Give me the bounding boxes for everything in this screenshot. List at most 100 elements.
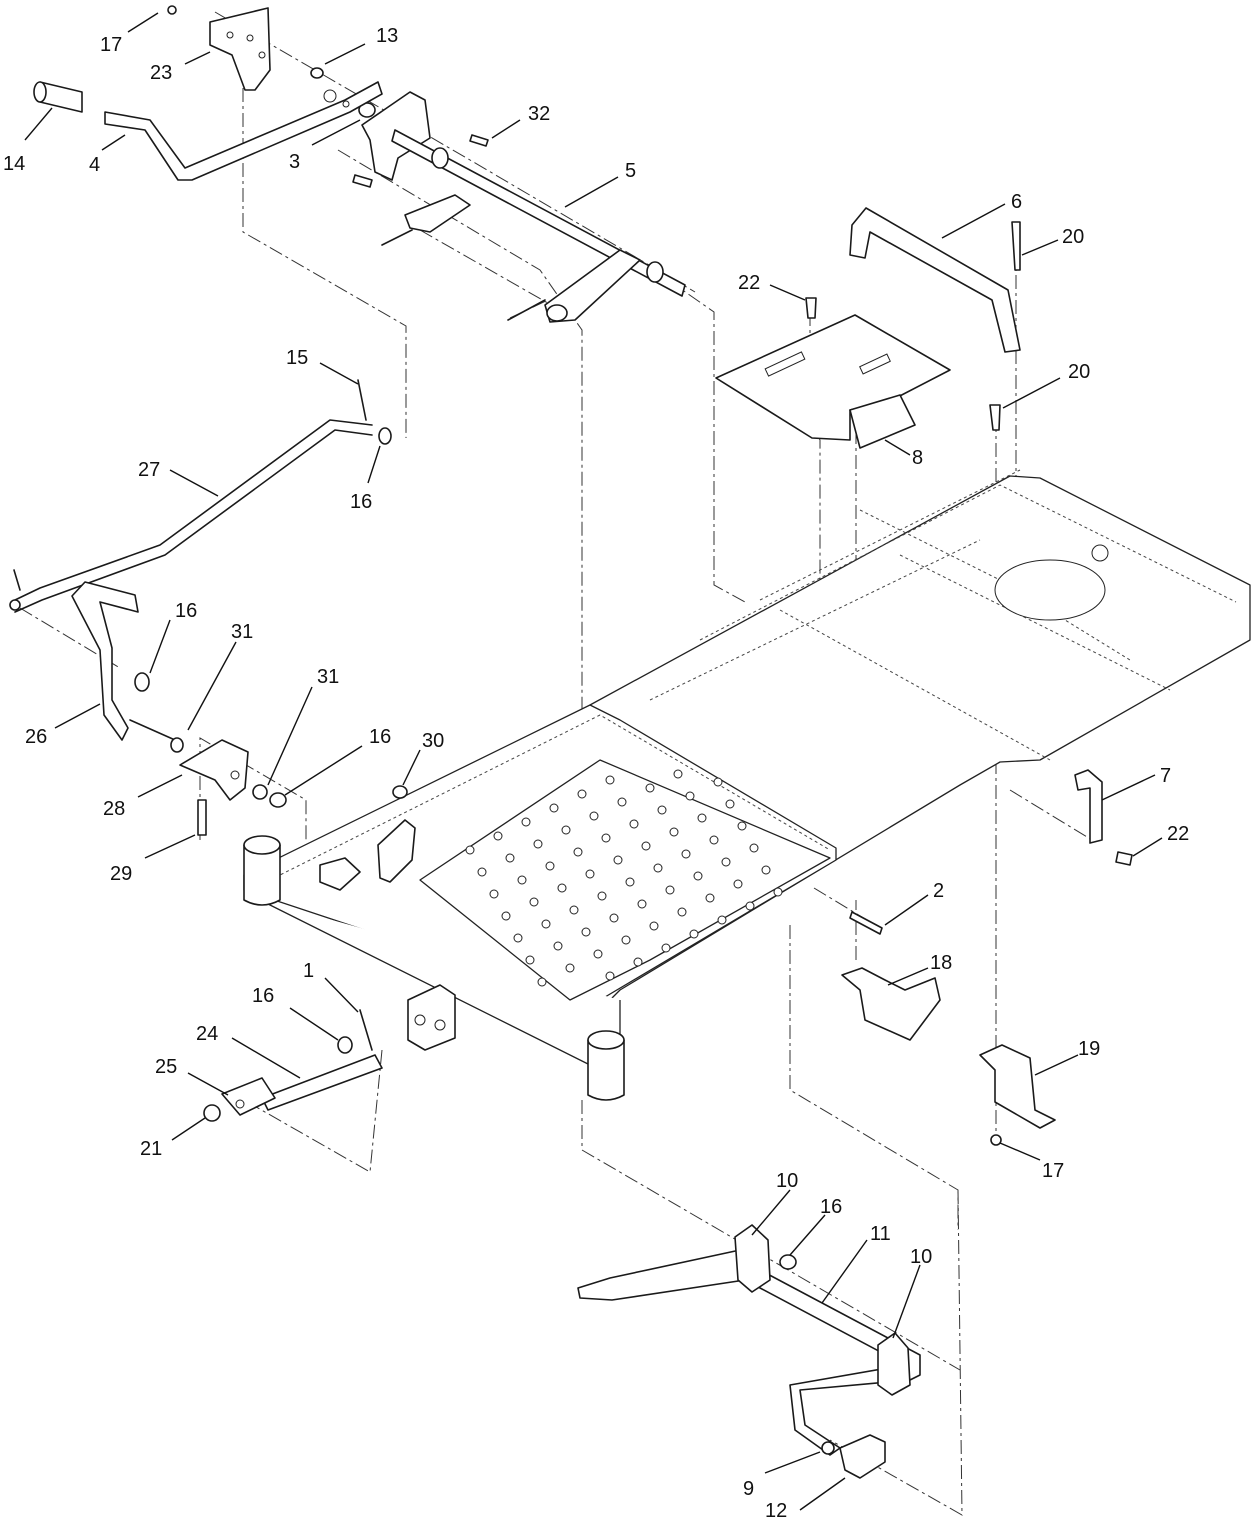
- platform-hole: [709, 835, 719, 845]
- cotter-pin: [381, 229, 413, 246]
- platform-hole: [489, 889, 499, 899]
- callout-22: 22: [738, 272, 760, 294]
- platform-hole: [633, 957, 643, 967]
- platform-hole: [725, 799, 735, 809]
- platform-hole: [713, 777, 723, 787]
- callout-16: 16: [369, 726, 391, 748]
- callout-16: 16: [252, 985, 274, 1007]
- nut-9: [821, 1441, 835, 1455]
- callout-14: 14: [3, 153, 25, 175]
- linkage-rod-27: [14, 419, 373, 601]
- spacer-31: [170, 737, 184, 753]
- platform-hole: [529, 897, 539, 907]
- callout-2: 2: [933, 880, 944, 902]
- bolt-22-upper: [805, 297, 817, 319]
- callout-17: 17: [1042, 1160, 1064, 1182]
- platform-hole: [625, 877, 635, 887]
- bolt-20-upper: [1011, 221, 1021, 271]
- platform-hole: [649, 921, 659, 931]
- cotter-pin-1: [359, 1009, 373, 1051]
- callout-30: 30: [422, 730, 444, 752]
- platform-hole: [501, 911, 511, 921]
- platform-hole: [637, 899, 647, 909]
- callout-16: 16: [175, 600, 197, 622]
- platform-hole: [565, 963, 575, 973]
- platform-hole: [581, 927, 591, 937]
- platform-hole: [653, 863, 663, 873]
- platform-hole: [573, 847, 583, 857]
- platform-hole: [493, 831, 503, 841]
- platform-hole: [609, 913, 619, 923]
- platform-hole: [693, 871, 703, 881]
- handle-grip-14: [33, 81, 83, 113]
- washer-16: [779, 1254, 797, 1270]
- callout-31: 31: [231, 621, 253, 643]
- clevis-25: [221, 1077, 276, 1116]
- callout-10: 10: [910, 1246, 932, 1268]
- callout-7: 7: [1160, 765, 1171, 787]
- platform-hole: [589, 811, 599, 821]
- platform-holes: [465, 769, 783, 987]
- mounting-plate-8: [715, 314, 951, 449]
- block-12: [839, 1434, 886, 1479]
- callout-12: 12: [765, 1500, 787, 1522]
- callout-10: 10: [776, 1170, 798, 1192]
- mower-frame: [243, 469, 1251, 1101]
- platform-hole: [641, 841, 651, 851]
- bushing-13: [310, 67, 324, 79]
- callout-3: 3: [289, 151, 300, 173]
- callout-20: 20: [1068, 361, 1090, 383]
- callout-31: 31: [317, 666, 339, 688]
- platform-hole: [465, 845, 475, 855]
- callout-23: 23: [150, 62, 172, 84]
- callout-22: 22: [1167, 823, 1189, 845]
- bracket-19: [979, 1044, 1056, 1129]
- platform-hole: [533, 839, 543, 849]
- callout-9: 9: [743, 1478, 754, 1500]
- platform-hole: [745, 901, 755, 911]
- callout-13: 13: [376, 25, 398, 47]
- callout-24: 24: [196, 1023, 218, 1045]
- platform-hole: [597, 891, 607, 901]
- pivot-bracket-28: [179, 739, 249, 801]
- callout-16: 16: [820, 1196, 842, 1218]
- pin-15: [357, 379, 367, 421]
- platform-hole: [561, 825, 571, 835]
- platform-hole: [661, 943, 671, 953]
- platform-hole: [545, 861, 555, 871]
- bolt-32-upper: [469, 134, 489, 147]
- platform-hole: [689, 929, 699, 939]
- bolt-32-lower: [352, 174, 373, 188]
- hook-7: [1074, 769, 1103, 844]
- platform-hole: [605, 775, 615, 785]
- bolt-20-lower: [989, 404, 1001, 431]
- platform-hole: [717, 915, 727, 925]
- platform-hole: [681, 849, 691, 859]
- cotter-pin: [507, 299, 546, 321]
- platform-hole: [505, 853, 515, 863]
- platform-hole: [541, 919, 551, 929]
- callout-6: 6: [1011, 191, 1022, 213]
- platform-hole: [669, 827, 679, 837]
- platform-hole: [553, 941, 563, 951]
- platform-hole: [613, 855, 623, 865]
- callout-20: 20: [1062, 226, 1084, 248]
- platform-hole: [593, 949, 603, 959]
- platform-hole: [685, 791, 695, 801]
- callout-16: 16: [350, 491, 372, 513]
- washer-16: [269, 792, 287, 808]
- platform-hole: [761, 865, 771, 875]
- callout-25: 25: [155, 1056, 177, 1078]
- platform-hole: [721, 857, 731, 867]
- platform-hole: [525, 955, 535, 965]
- seat-bracket: [377, 819, 416, 883]
- washer-16: [337, 1036, 353, 1054]
- platform-hole: [521, 817, 531, 827]
- lift-shaft-5: [391, 129, 686, 323]
- platform-hole: [677, 907, 687, 917]
- bolt-2: [849, 911, 883, 935]
- callout-19: 19: [1078, 1038, 1100, 1060]
- platform-hole: [705, 893, 715, 903]
